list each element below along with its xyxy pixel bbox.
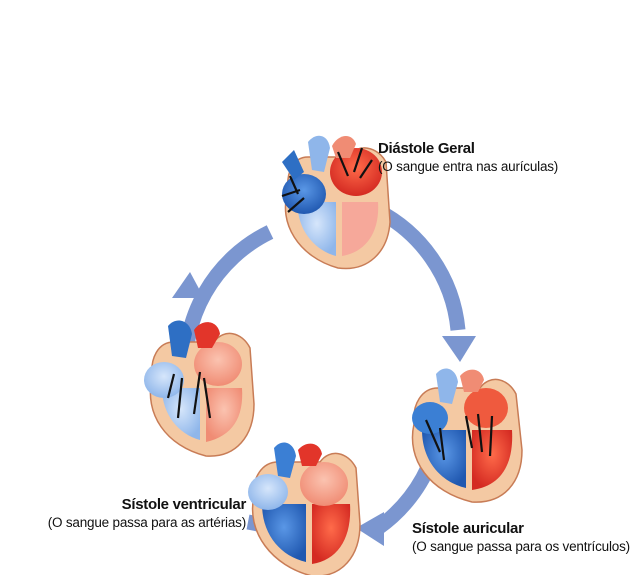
heart-systole-ventricular [144,320,254,456]
right-atrium [248,474,288,510]
left-atrium [464,388,508,428]
left-atrium [300,462,348,506]
phase-subtitle: (O sangue entra nas aurículas) [378,159,558,176]
phase-subtitle: (O sangue passa para os ventrículos) [412,539,630,556]
label-diastole-geral: Diástole Geral (O sangue entra nas auríc… [378,140,558,176]
phase-title: Sístole ventricular [78,496,246,515]
right-atrium [144,362,184,398]
label-sistole-auricular: Sístole auricular (O sangue passa para o… [412,520,630,556]
phase-title: Diástole Geral [378,140,558,159]
label-sistole-ventricular: Sístole ventricular (O sangue passa para… [78,496,246,532]
arrowhead-left [172,272,204,298]
arrowhead-right [442,336,476,362]
phase-title: Sístole auricular [412,520,630,539]
heart-bottom [248,442,360,575]
left-atrium [194,342,242,386]
phase-subtitle: (O sangue passa para as artérias) [8,515,246,532]
heart-diastole [282,136,390,269]
